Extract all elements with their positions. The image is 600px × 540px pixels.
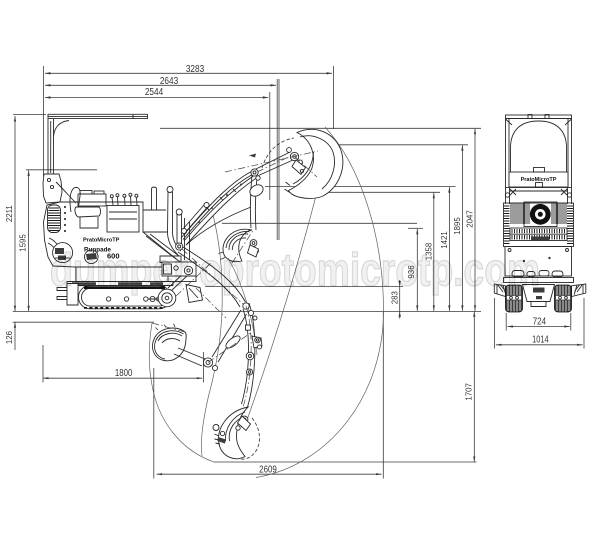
svg-text:1421: 1421 (440, 231, 449, 249)
svg-text:dumper: dumper (50, 244, 188, 296)
svg-text:1800: 1800 (115, 368, 133, 379)
svg-text:1895: 1895 (453, 217, 462, 235)
svg-text:PratoMicroTP: PratoMicroTP (83, 238, 120, 244)
svg-text:2643: 2643 (160, 76, 179, 87)
svg-text:1358: 1358 (424, 242, 433, 260)
svg-text:2047: 2047 (466, 210, 475, 228)
svg-text:Ruppade: Ruppade (84, 247, 111, 254)
svg-text:936: 936 (407, 265, 416, 279)
svg-text:oprotomicrotp.com: oprotomicrotp.com (199, 244, 540, 296)
svg-text:283: 283 (391, 291, 400, 305)
svg-text:724: 724 (533, 316, 547, 327)
svg-text:2544: 2544 (145, 87, 164, 98)
svg-text:600: 600 (107, 252, 120, 261)
svg-text:2211: 2211 (5, 205, 14, 222)
svg-text:1595: 1595 (19, 234, 28, 252)
svg-text:2609: 2609 (259, 464, 277, 475)
svg-text:126: 126 (5, 330, 14, 344)
svg-text:1707: 1707 (465, 383, 474, 401)
svg-text:3283: 3283 (186, 64, 205, 75)
svg-text:1014: 1014 (532, 334, 549, 345)
svg-text:PratoMicroTP: PratoMicroTP (521, 177, 557, 183)
